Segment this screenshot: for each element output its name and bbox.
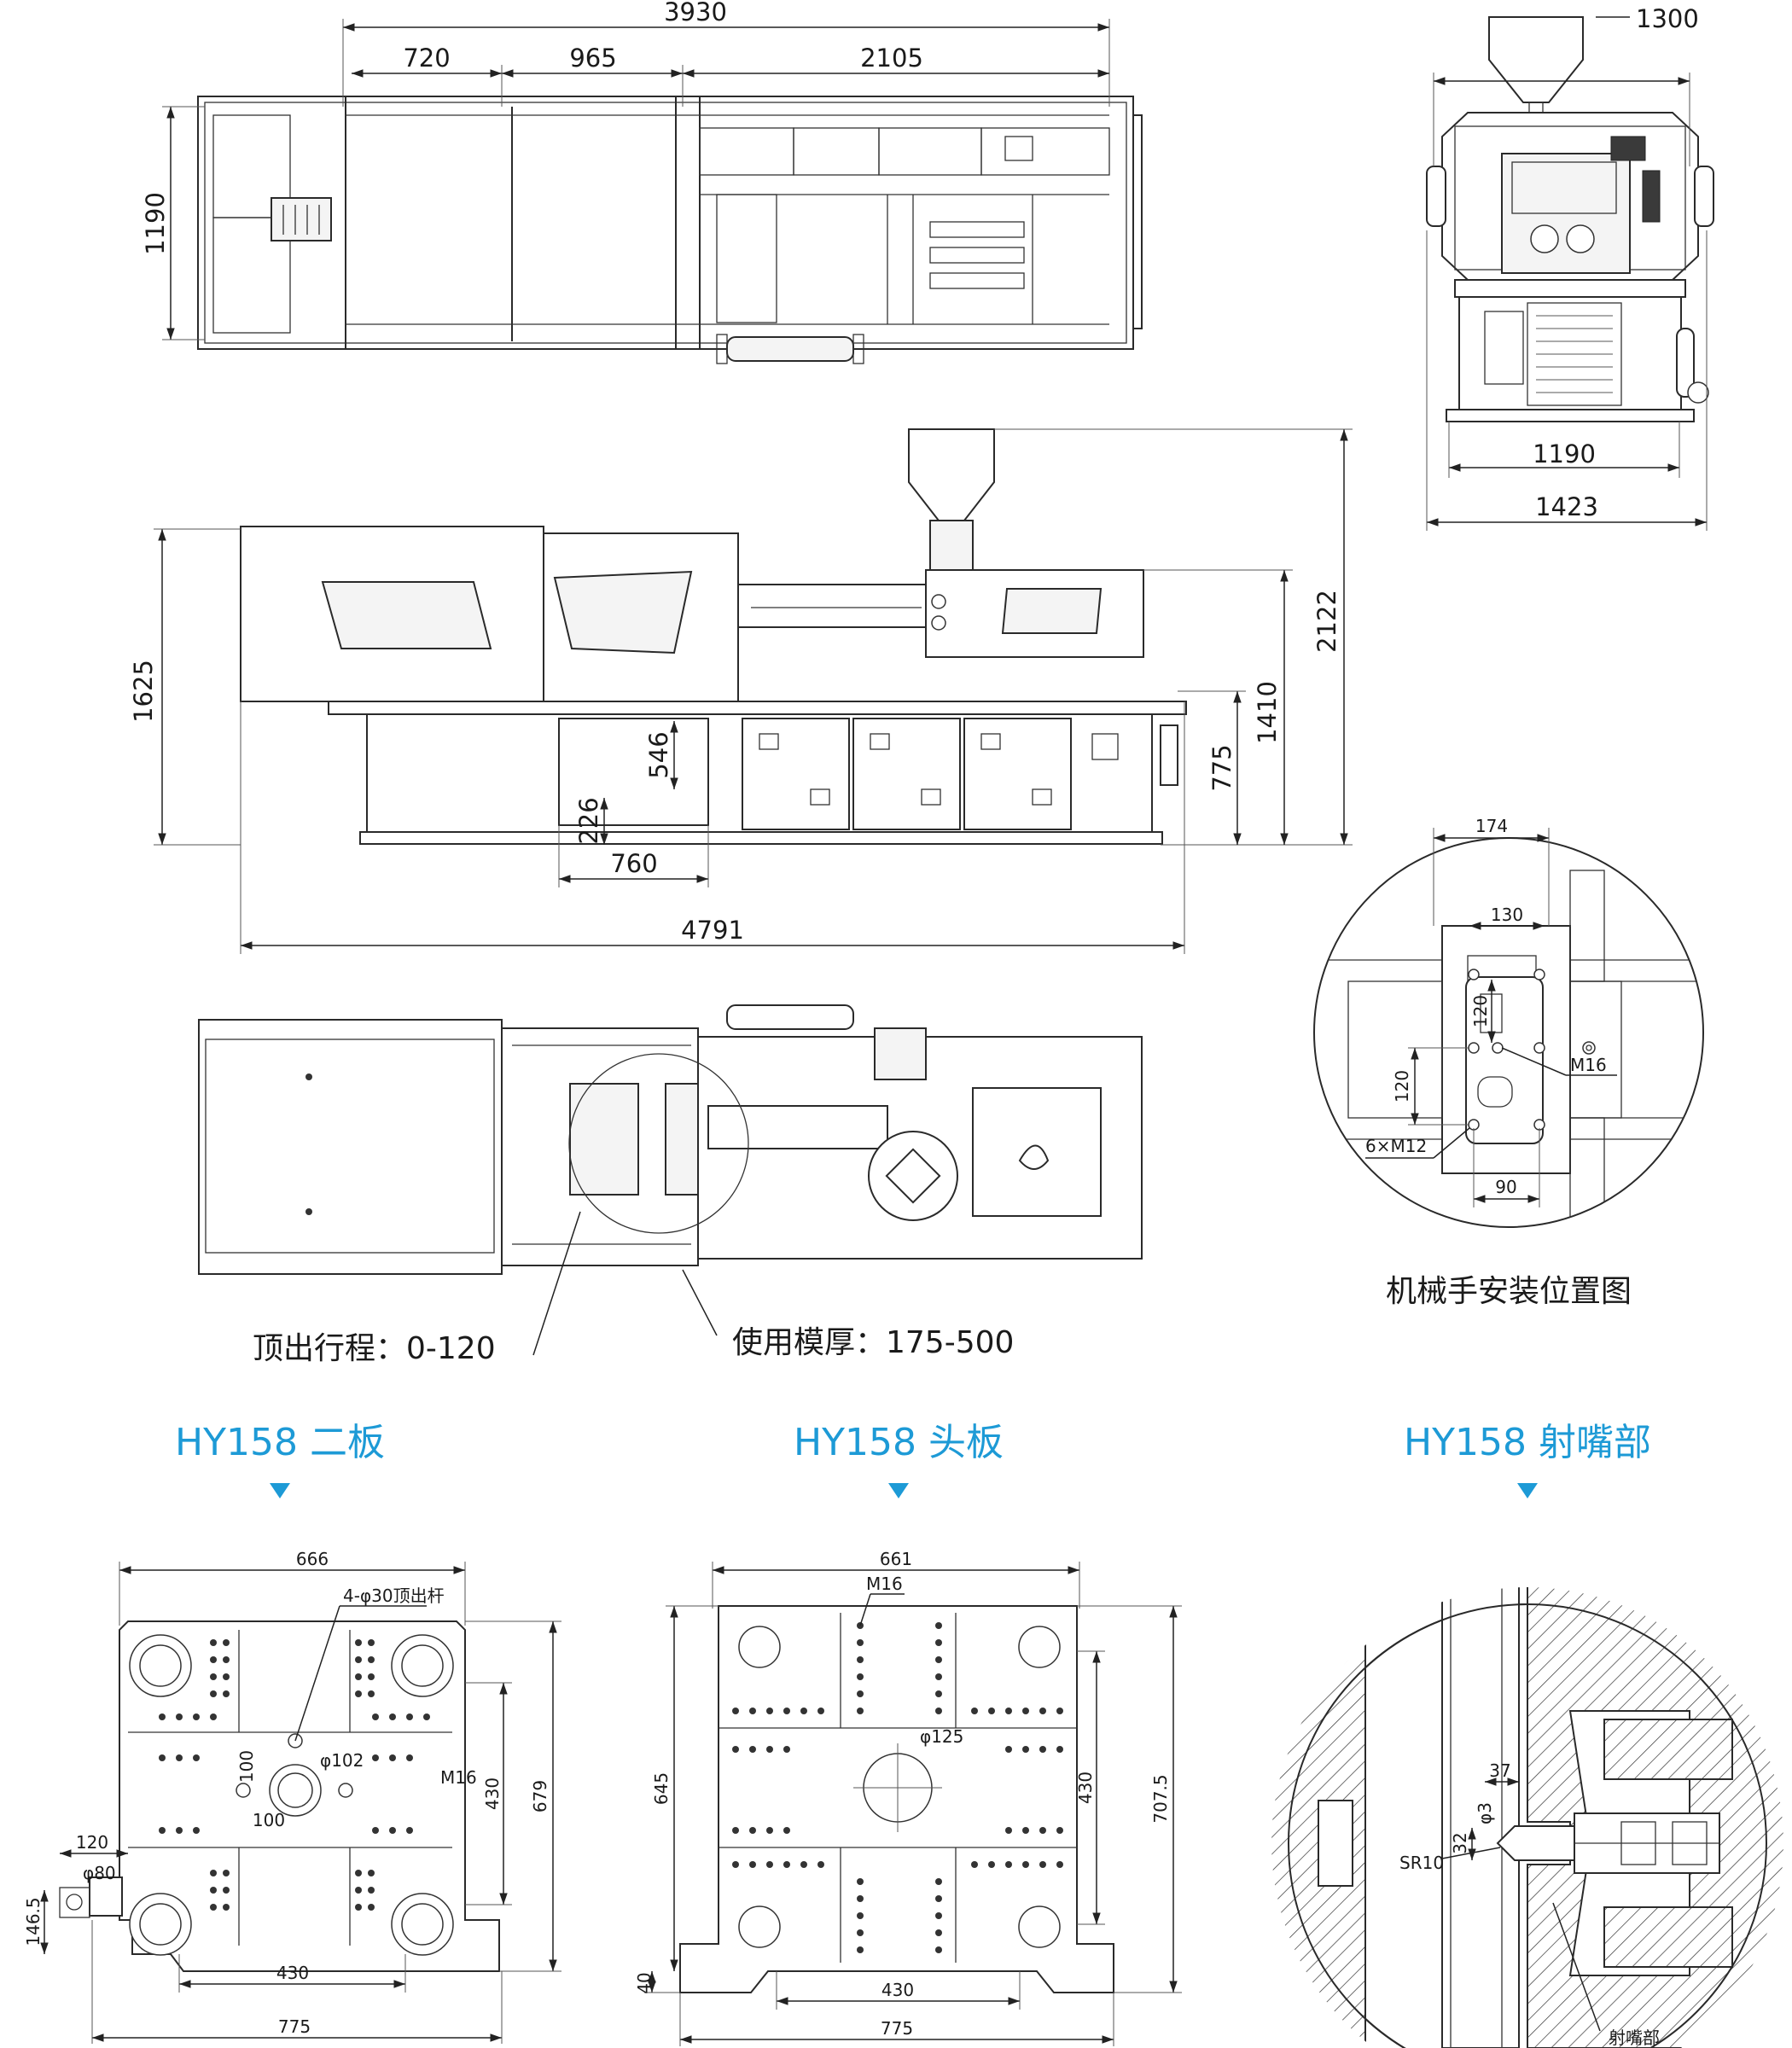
end-base-width: 1190 xyxy=(1533,439,1596,468)
moving-tiebar-h: 430 xyxy=(276,1963,309,1983)
moving-hole-center-h: 100 xyxy=(253,1810,285,1830)
moving-platen-bolt-grid xyxy=(159,1639,430,1911)
nozzle-radius: SR10 xyxy=(1399,1853,1444,1873)
side-table-height: 775 xyxy=(1207,744,1236,791)
robot-bolts: 6×M12 xyxy=(1365,1136,1427,1156)
header-moving-platen: HY158 二板 xyxy=(175,1421,385,1464)
robot-dim-174: 174 xyxy=(1475,816,1508,836)
side-center-height: 1410 xyxy=(1253,681,1282,744)
moving-ejector-rods: 4-φ30顶出杆 xyxy=(343,1585,445,1606)
plan-mold-thickness: 使用模厚：175-500 xyxy=(732,1325,1014,1360)
moving-base-width: 775 xyxy=(278,2016,311,2037)
fixed-height-left: 645 xyxy=(651,1772,672,1805)
moving-base-height: 146.5 xyxy=(23,1897,44,1946)
fixed-platen-drawing: 661 M16 φ125 430 645 707.5 40 430 775 xyxy=(634,1549,1182,2046)
robot-dim-120-h: 120 xyxy=(1392,1070,1412,1103)
robot-mount-title: 机械手安装位置图 xyxy=(1386,1274,1632,1309)
side-total-height: 2122 xyxy=(1312,590,1341,653)
moving-bore: φ102 xyxy=(320,1750,364,1771)
robot-thread-m16: M16 xyxy=(1570,1055,1607,1075)
fixed-height-right: 707.5 xyxy=(1150,1774,1171,1823)
robot-dim-130: 130 xyxy=(1491,905,1523,925)
robot-dim-120-v: 120 xyxy=(1470,995,1491,1027)
top-view: 3930 720 965 2105 1190 xyxy=(141,0,1143,364)
moving-height: 679 xyxy=(530,1780,550,1812)
header-nozzle: HY158 射嘴部 xyxy=(1404,1421,1651,1464)
nozzle-part-label: 射嘴部 xyxy=(1609,2028,1660,2048)
side-opening-height: 546 xyxy=(644,731,673,778)
side-overall-length: 4791 xyxy=(681,916,744,945)
fixed-tiebar-v: 430 xyxy=(1075,1772,1096,1804)
end-hopper-height: 1300 xyxy=(1636,4,1699,33)
header-fixed-platen-arrow xyxy=(888,1483,909,1498)
plan-ejector-stroke: 顶出行程：0-120 xyxy=(253,1331,496,1366)
moving-hole-center: 100 xyxy=(236,1750,257,1783)
section-headers: HY158 二板 HY158 头板 HY158 射嘴部 xyxy=(175,1421,1651,1498)
moving-small-bore: φ80 xyxy=(83,1863,116,1883)
header-moving-platen-arrow xyxy=(270,1483,290,1498)
nozzle-orifice: φ3 xyxy=(1475,1802,1495,1824)
fixed-width: 661 xyxy=(880,1549,912,1569)
top-seg-2: 965 xyxy=(569,44,616,73)
robot-dim-90: 90 xyxy=(1495,1177,1516,1197)
fixed-platen-bolt-grid xyxy=(732,1622,1063,1953)
header-nozzle-arrow xyxy=(1517,1483,1538,1498)
moving-offset: 120 xyxy=(76,1832,108,1853)
nozzle-dim-37: 37 xyxy=(1489,1760,1510,1781)
side-bottom-offset: 226 xyxy=(574,797,603,844)
top-overall-length: 3930 xyxy=(664,0,727,26)
moving-tiebar-v: 430 xyxy=(482,1777,503,1810)
fixed-tiebar-h: 430 xyxy=(881,1980,914,2000)
fixed-foot-height: 40 xyxy=(634,1972,655,1993)
robot-mount-detail: 174 130 120 120 M16 6×M12 90 机械手安装位置图 xyxy=(1313,816,1704,1309)
header-fixed-platen: HY158 头板 xyxy=(794,1421,1004,1464)
side-opening-width: 760 xyxy=(610,849,657,878)
moving-platen-drawing: 666 4-φ30顶出杆 100 φ102 100 M16 430 679 12… xyxy=(23,1549,561,2044)
top-width: 1190 xyxy=(141,192,170,255)
moving-thread: M16 xyxy=(440,1767,477,1788)
fixed-thread: M16 xyxy=(866,1574,903,1594)
fixed-base-width: 775 xyxy=(881,2018,913,2039)
side-view: 1625 2122 1410 775 546 226 760 4791 xyxy=(129,428,1353,954)
top-seg-3: 2105 xyxy=(860,44,923,73)
side-machine-height: 1625 xyxy=(129,660,158,723)
end-overall-width: 1423 xyxy=(1535,492,1598,521)
nozzle-detail: 37 32 φ3 SR10 射嘴部 xyxy=(1271,1587,1783,2048)
end-view: 1300 1190 1423 xyxy=(1426,4,1714,531)
nozzle-dim-32: 32 xyxy=(1450,1832,1470,1853)
top-seg-1: 720 xyxy=(403,44,450,73)
moving-width: 666 xyxy=(296,1549,329,1569)
plan-view: 顶出行程：0-120 使用模厚：175-500 xyxy=(198,1004,1143,1366)
fixed-bore: φ125 xyxy=(920,1726,963,1747)
